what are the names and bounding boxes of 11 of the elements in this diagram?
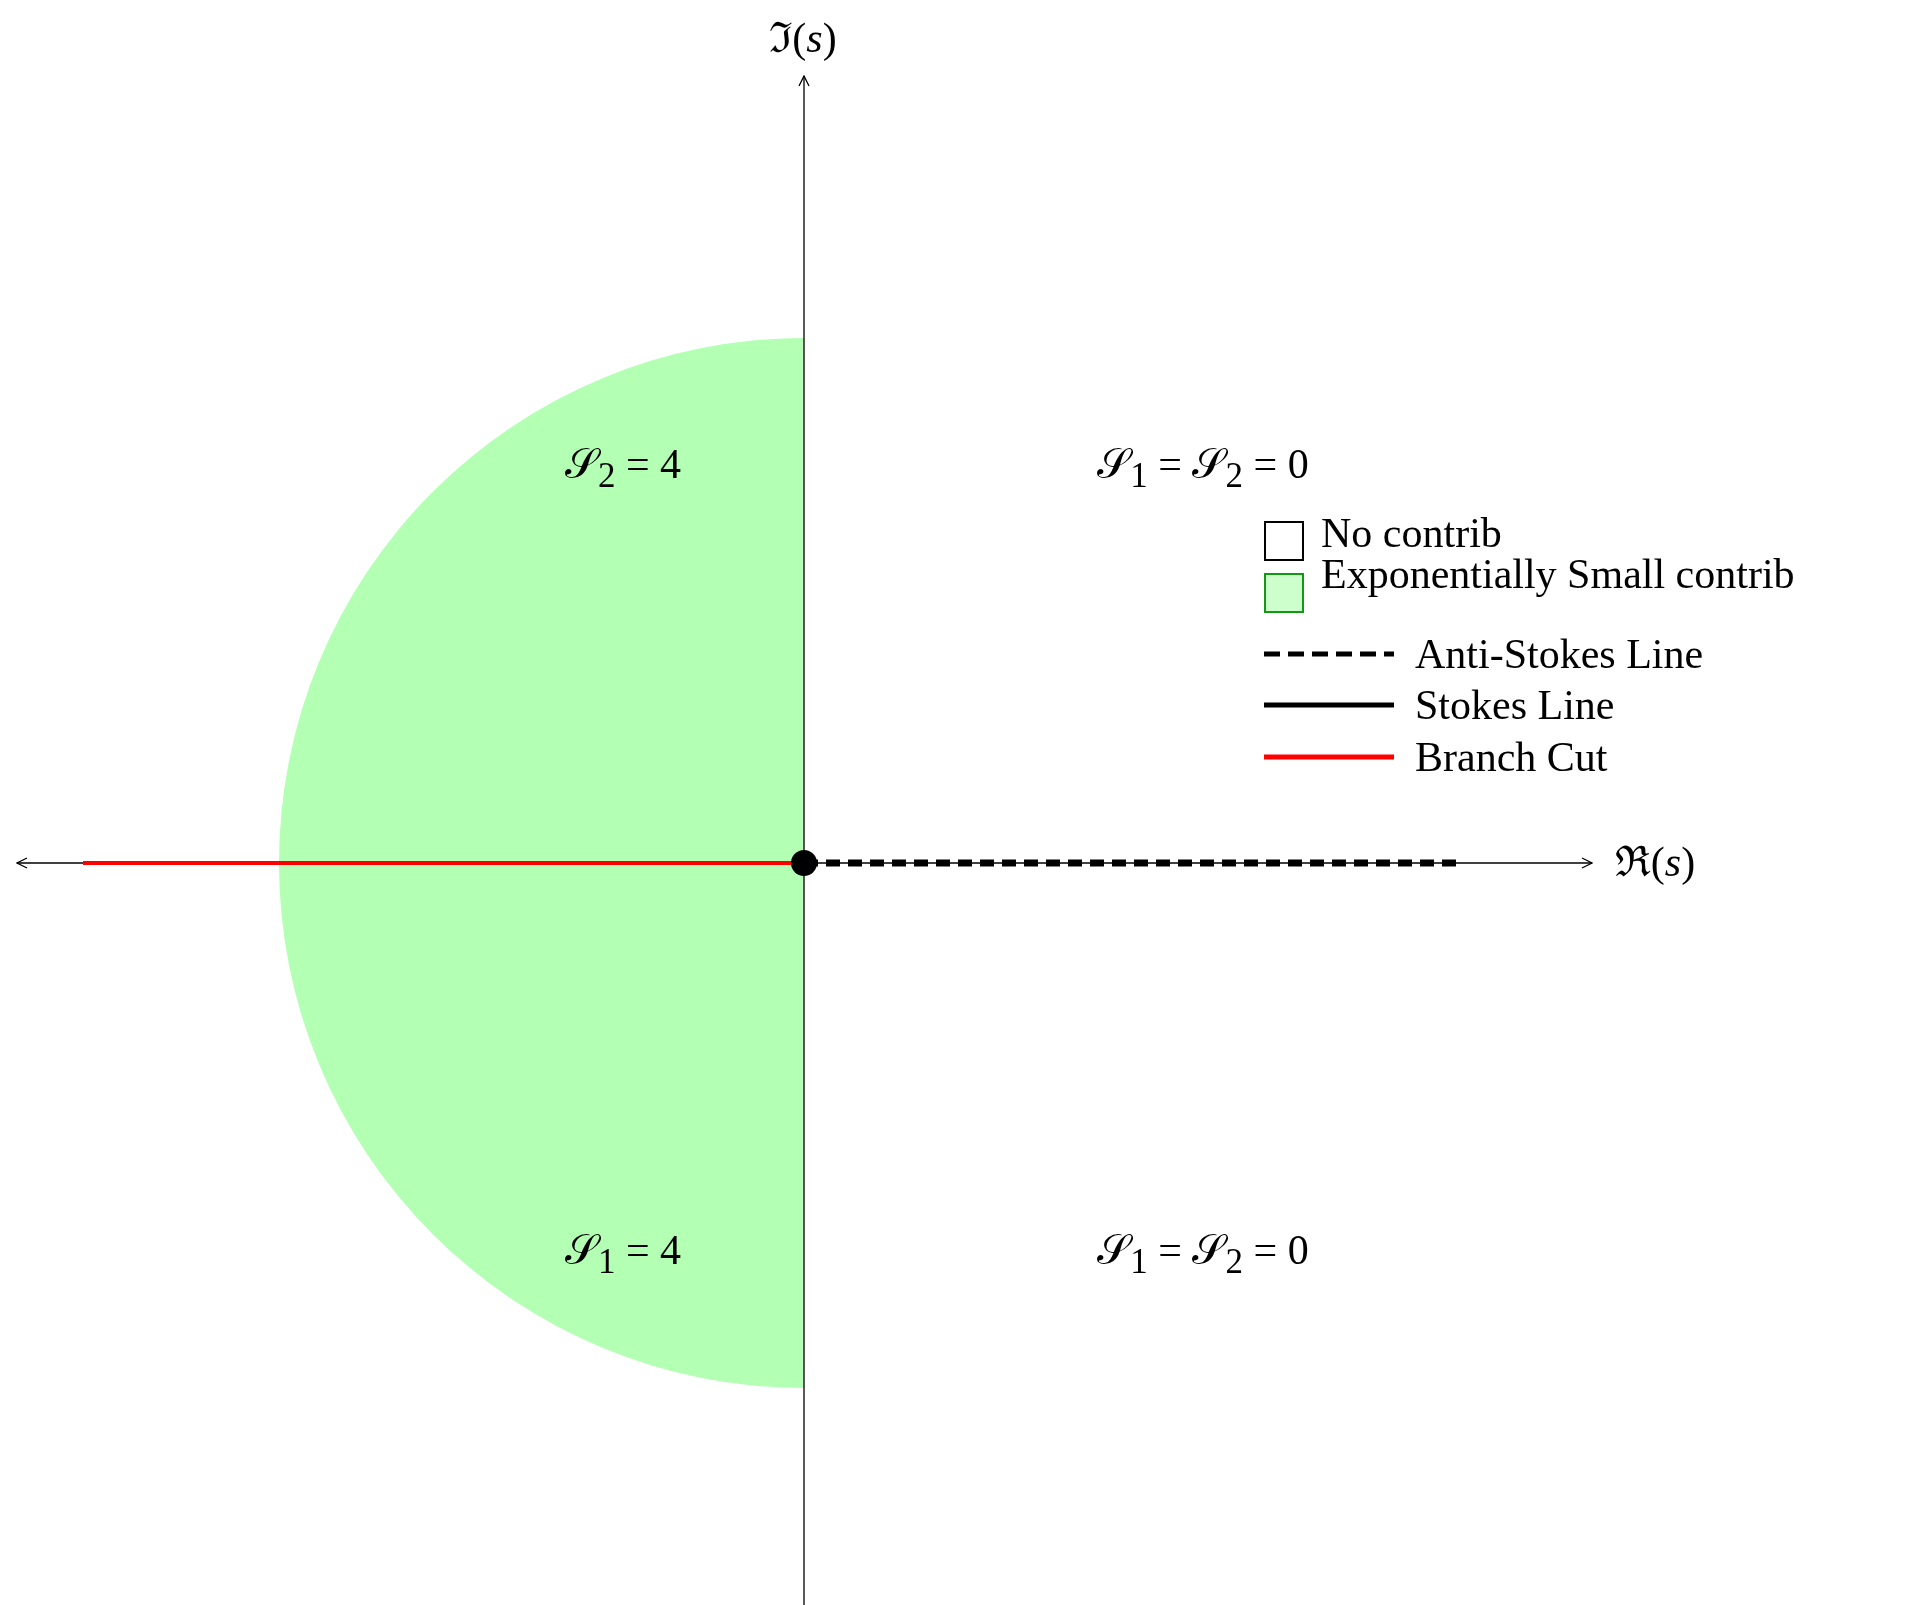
legend-text: No contrib xyxy=(1321,512,1502,554)
legend-text: Branch Cut xyxy=(1415,736,1608,778)
axis-label: ℑ(s) xyxy=(769,14,837,62)
region-label: 𝒮$_{2}$ = 4 xyxy=(564,440,682,496)
legend-text: Stokes Line xyxy=(1415,684,1615,726)
legend-text: Exponentially Small contrib xyxy=(1321,553,1795,595)
legend-text: Anti-Stokes Line xyxy=(1415,633,1704,675)
axis-label: ℜ(s) xyxy=(1614,838,1696,886)
region-label: 𝒮$_{1}$ = 𝒮$_{2}$ = 0 xyxy=(1097,440,1309,496)
region-label: 𝒮$_{1}$ = 4 xyxy=(564,1226,682,1282)
region-label: 𝒮$_{1}$ = 𝒮$_{2}$ = 0 xyxy=(1097,1226,1309,1282)
